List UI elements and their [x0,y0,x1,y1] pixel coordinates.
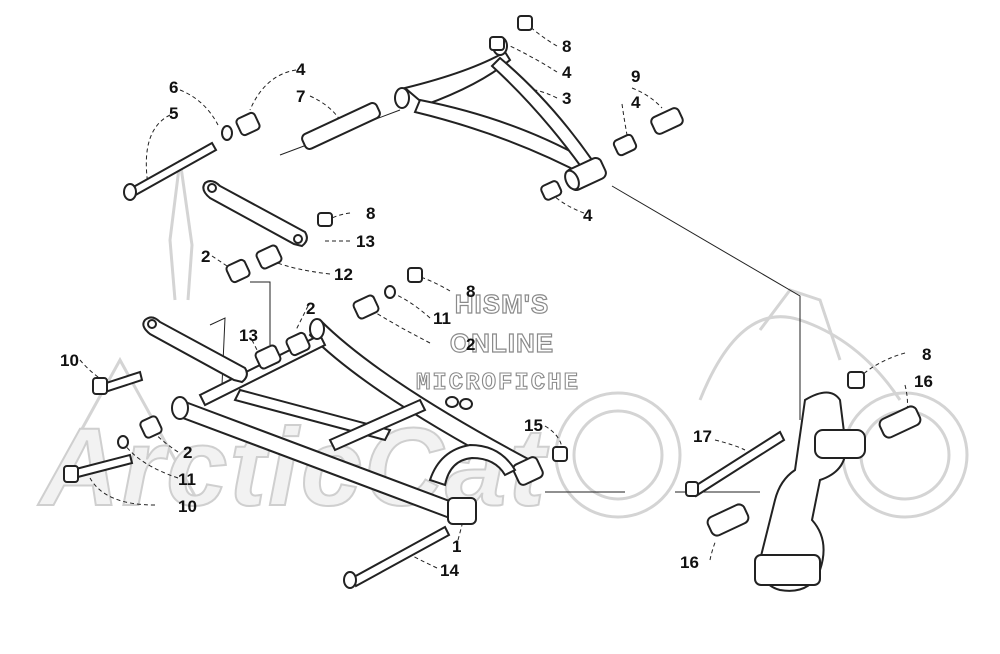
callout-label: 7 [296,87,305,106]
watermark-line1: HISM'S [455,289,550,319]
callout-label: 13 [356,232,375,251]
callout-label: 5 [169,104,178,123]
callout-label: 17 [693,427,712,446]
callout-label: 2 [306,299,315,318]
callout-label: 8 [562,37,571,56]
watermark-motorcycle [38,159,969,519]
callout-label: 4 [562,63,572,82]
watermark-line2: ONLINE [450,328,554,358]
callout-label: 10 [178,497,197,516]
callout-label: 8 [466,282,475,301]
watermark-text: HISM'S ONLINE MICROFICHE [415,288,580,397]
spindle-assembly [685,371,922,592]
callout-label: 11 [433,309,451,328]
callout-label: 9 [631,67,640,86]
callout-label: 16 [914,372,933,391]
callout-label: 3 [562,89,571,108]
callout-label: 13 [239,326,258,345]
callout-label: 8 [922,345,931,364]
callout-label: 14 [440,561,459,580]
callout-label: 11 [178,470,196,489]
callout-label: 12 [334,265,353,284]
middle-bushings [225,244,423,320]
callout-label: 4 [296,60,306,79]
callout-label: 2 [183,443,192,462]
callout-label: 2 [466,335,475,354]
upper-a-arm [394,36,607,192]
callout-label: 8 [366,204,375,223]
callout-label: 6 [169,78,178,97]
callout-label: 15 [524,416,543,435]
callout-label: 2 [201,247,210,266]
upper-bushings [123,15,684,201]
callout-labels: 8 4 3 9 4 4 6 5 4 7 8 13 2 12 8 11 2 2 1… [60,37,933,580]
callout-label: 4 [631,93,641,112]
callout-label: 4 [583,206,593,225]
callout-label: 16 [680,553,699,572]
callout-label: 1 [452,537,461,556]
watermark-brand: ArcticCat [37,406,549,529]
watermark-line3: MICROFICHE [416,370,580,397]
lower-bushings [63,316,568,589]
callout-label: 10 [60,351,79,370]
link-plate-upper [202,180,333,248]
